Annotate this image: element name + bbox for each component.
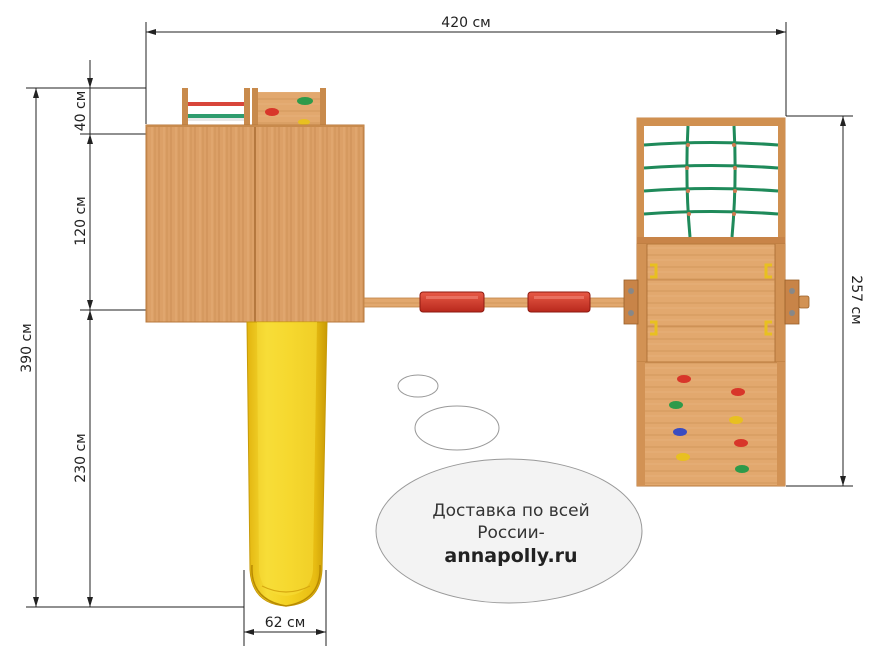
promo-line2: России- xyxy=(477,523,545,543)
promo-line1: Доставка по всей xyxy=(432,501,589,521)
dimension-arrows xyxy=(33,29,846,635)
swing-seat-2 xyxy=(527,291,591,313)
slide xyxy=(246,321,328,607)
hold-green-icon xyxy=(297,97,313,105)
hold-red-icon xyxy=(677,375,691,383)
tower-roof xyxy=(145,124,365,323)
rope-net xyxy=(643,125,779,238)
rope-net-frame xyxy=(636,117,786,245)
dim-platform-height: 120 см xyxy=(73,196,89,245)
top-ladder xyxy=(182,88,250,126)
hold-yellow-icon xyxy=(298,119,310,125)
dim-height-total: 390 см xyxy=(19,323,35,372)
hold-green-icon xyxy=(735,465,749,473)
promo-bubble: Доставка по всей России- annapolly.ru xyxy=(375,374,643,604)
right-platform xyxy=(623,243,810,363)
hold-red-icon xyxy=(731,388,745,396)
top-climbing-wall xyxy=(252,88,326,126)
dim-slide-length: 230 см xyxy=(73,433,89,482)
dim-tower-length: 257 см xyxy=(848,275,864,324)
swing-seat-1 xyxy=(419,291,485,313)
dimension-lines xyxy=(26,22,853,646)
hold-yellow-icon xyxy=(729,416,743,424)
hold-blue-icon xyxy=(673,428,687,436)
hold-green-icon xyxy=(669,401,683,409)
dim-width-total: 420 см xyxy=(441,15,490,31)
hold-yellow-icon xyxy=(676,453,690,461)
promo-site-link[interactable]: annapolly.ru xyxy=(444,545,577,567)
hold-red-icon xyxy=(265,108,279,116)
right-climbing-wall xyxy=(636,361,786,487)
rope-knots xyxy=(685,143,737,216)
hold-red-icon xyxy=(734,439,748,447)
dim-slide-width: 62 см xyxy=(265,615,306,631)
dim-roof-height: 40 см xyxy=(73,91,89,132)
